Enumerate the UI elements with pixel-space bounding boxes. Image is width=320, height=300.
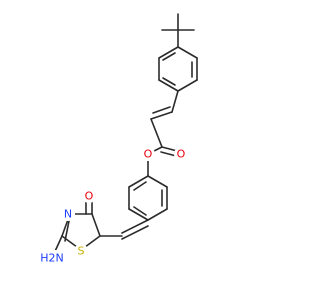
atom-carbonyl-oxygen: O (174, 147, 188, 161)
atom-ring-nitrogen: N (61, 207, 75, 221)
methylidene-bridge (99, 219, 149, 240)
phenyl-ring-middle (128, 153, 168, 221)
tert-butyl-group (161, 13, 195, 48)
atom-amino-group: H2N (38, 250, 66, 266)
svg-text:O: O (177, 148, 186, 161)
molecule-structure: O O O N S H2N (38, 13, 198, 266)
acrylate-chain (150, 90, 179, 148)
svg-text:H2N: H2N (40, 252, 64, 265)
phenyl-ring-top (158, 46, 198, 92)
atom-ester-oxygen: O (141, 147, 155, 161)
svg-text:O: O (85, 190, 94, 203)
atom-ring-sulfur: S (74, 244, 88, 258)
atom-ring-oxygen: O (82, 189, 96, 203)
svg-text:N: N (64, 208, 72, 221)
svg-text:S: S (78, 245, 85, 258)
molecule-canvas: O O O N S H2N (38, 13, 198, 266)
svg-text:O: O (144, 148, 153, 161)
